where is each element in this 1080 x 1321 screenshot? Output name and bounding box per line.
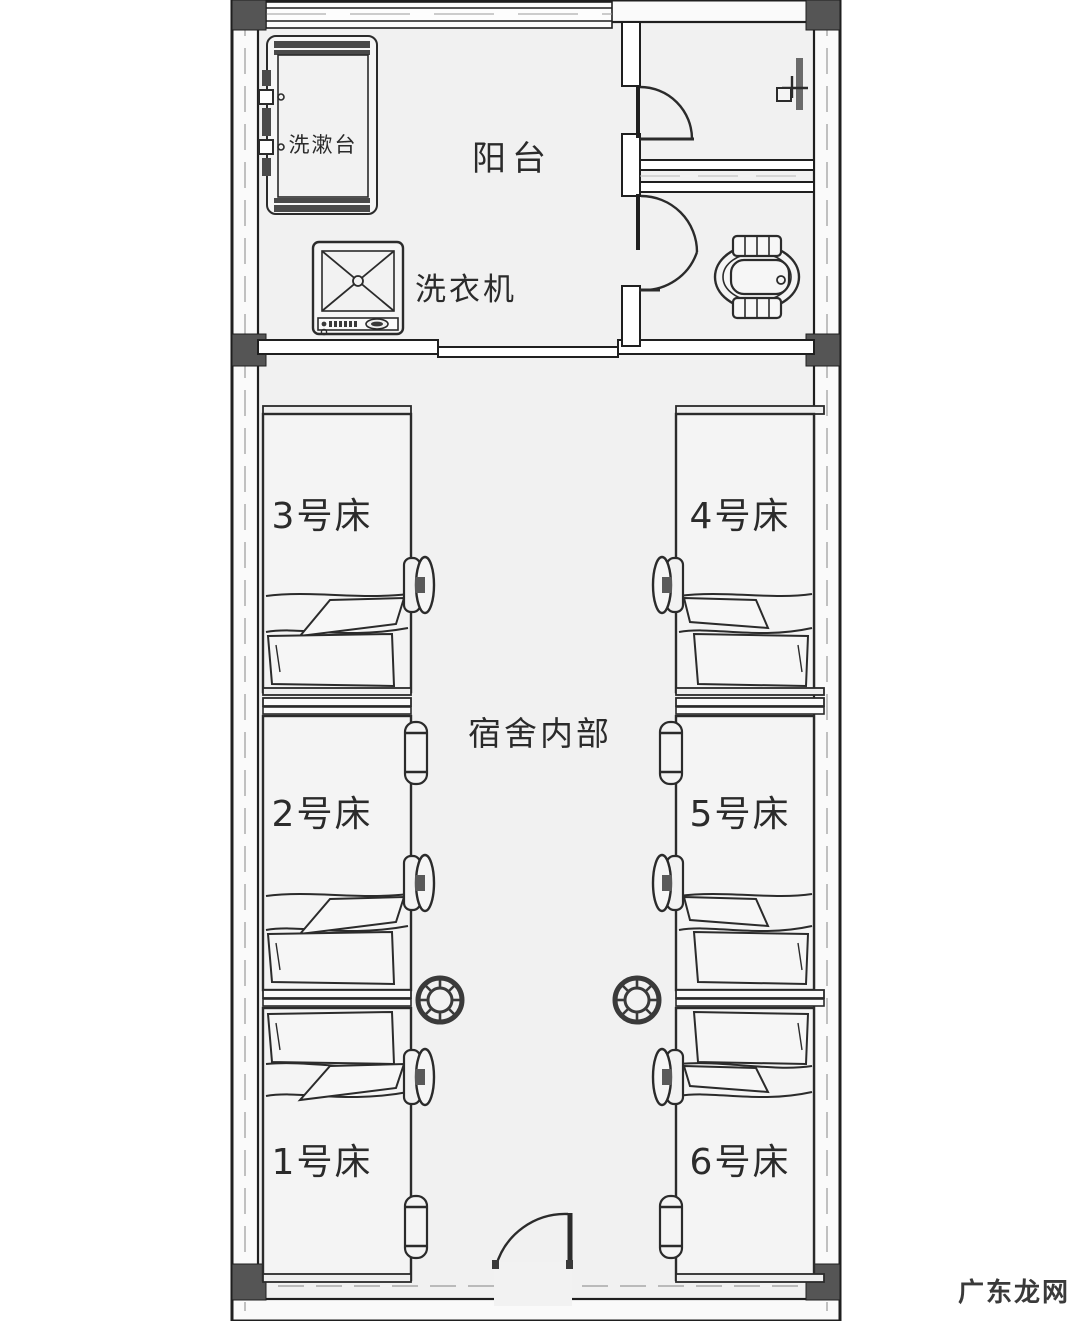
bed-4 [674, 405, 825, 696]
structural-columns [231, 0, 841, 1301]
bed-ladder-right-4 [651, 1047, 685, 1107]
washing-machine [311, 240, 405, 336]
bed-label-1: 1号床 [272, 1142, 373, 1183]
bed-label-4: 4号床 [690, 496, 791, 537]
basin-tap-upper [258, 70, 285, 122]
basin-tap-lower [258, 122, 285, 176]
bed-ladder-left-4 [402, 1047, 436, 1107]
bed-1 [261, 1006, 413, 1283]
fixture-label-washbasin: 洗漱台 [289, 133, 358, 157]
fixture-label-washing-machine: 洗衣机 [415, 272, 517, 308]
bed-ladder-left-1 [402, 555, 436, 615]
bed-ladder-right-2 [658, 720, 684, 786]
bed-label-5: 5号床 [690, 794, 791, 835]
stool-right [612, 975, 662, 1025]
bed-ladder-left-3 [402, 853, 436, 913]
bed-5 [674, 714, 816, 992]
washbasin [258, 35, 378, 215]
watermark: 广东龙网 [957, 1278, 1070, 1308]
bed-column-left [261, 405, 436, 1283]
bed-2 [261, 714, 413, 992]
balcony-divider-wall [257, 339, 815, 358]
room-label-balcony: 阳台 [472, 139, 552, 179]
bed-divider-right-upper [675, 697, 825, 715]
stool-left [415, 975, 465, 1025]
bed-divider-left-lower [262, 989, 412, 1007]
bed-ladder-left-2 [403, 720, 429, 786]
room-label-dorm: 宿舍内部 [468, 714, 612, 753]
bath-door-upper [636, 85, 694, 141]
entry-door [492, 1212, 573, 1306]
bath-door-lower [636, 194, 699, 292]
squat-toilet [713, 234, 801, 320]
bed-ladder-left-5 [403, 1194, 429, 1260]
bed-ladder-right-3 [651, 853, 685, 913]
bed-column-right [651, 405, 825, 1283]
bed-label-6: 6号床 [690, 1142, 791, 1183]
plan-labels: 阳台 洗漱台 洗衣机 宿舍内部 3号床 2号床 1号床 4号床 5号床 6号床 [272, 133, 791, 1183]
bed-divider-left-upper [262, 697, 412, 715]
bed-6 [674, 1006, 825, 1283]
bed-divider-right-lower [675, 989, 825, 1007]
bathroom-partition [621, 21, 815, 347]
bed-3 [261, 405, 413, 696]
bed-label-3: 3号床 [272, 496, 373, 537]
bed-ladder-right-1 [651, 555, 685, 615]
top-window [265, 1, 613, 29]
bed-ladder-right-5 [658, 1194, 684, 1260]
bed-label-2: 2号床 [272, 794, 373, 835]
wall-faucet [776, 58, 808, 110]
